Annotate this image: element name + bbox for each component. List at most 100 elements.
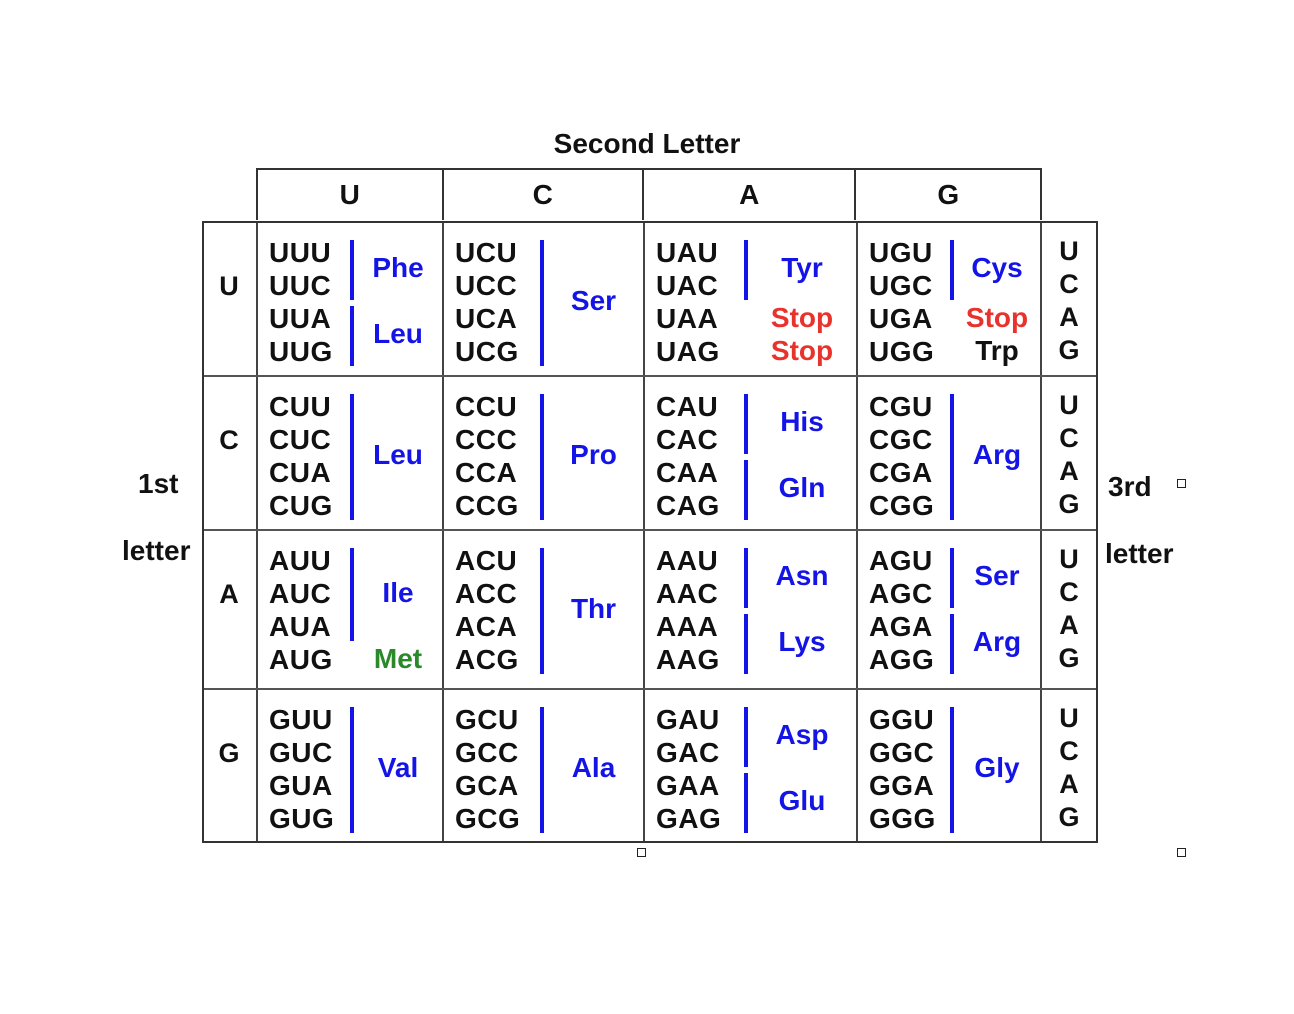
third-letter: G xyxy=(1058,489,1080,519)
codon-bracket xyxy=(540,548,544,674)
codon: ACC xyxy=(455,578,518,609)
third-letter: C xyxy=(1059,269,1079,299)
codon: AAC xyxy=(656,578,719,609)
amino-acid-label: Arg xyxy=(972,626,1022,657)
diagram-title: Second Letter xyxy=(553,128,741,159)
codon: GUC xyxy=(269,737,333,768)
codon-bracket xyxy=(350,548,354,641)
codon-bracket xyxy=(744,394,748,454)
codon: AGC xyxy=(869,578,933,609)
codon-bracket xyxy=(350,240,354,300)
first-letter-label-line2: letter xyxy=(122,535,191,566)
codon-bracket xyxy=(744,773,748,833)
third-letter: A xyxy=(1059,302,1079,332)
first-letter-1: C xyxy=(219,425,239,455)
first-letter-label-line1: 1st xyxy=(138,468,179,499)
codon: GCC xyxy=(455,737,519,768)
codon: UCU xyxy=(455,237,518,268)
codon-bracket xyxy=(350,394,354,520)
codon: GUU xyxy=(269,704,333,735)
third-letter: U xyxy=(1059,390,1079,420)
second-letter-1: C xyxy=(444,170,645,220)
codon: GGU xyxy=(869,704,935,735)
grid-divider xyxy=(204,688,1096,690)
first-letter-0: U xyxy=(219,271,239,301)
grid-divider xyxy=(256,223,258,841)
amino-acid-label: His xyxy=(780,406,824,437)
codon: UCC xyxy=(455,270,518,301)
codon: UAC xyxy=(656,270,719,301)
selection-handle[interactable] xyxy=(1177,479,1186,488)
second-letter-3: G xyxy=(937,179,960,210)
grid-divider xyxy=(204,375,1096,377)
amino-acid-label: Val xyxy=(377,752,419,783)
codon: GUG xyxy=(269,803,335,834)
codon-bracket xyxy=(744,707,748,767)
codon-bracket xyxy=(744,460,748,520)
codon: ACA xyxy=(455,611,518,642)
amino-acid-label: Glu xyxy=(778,785,826,816)
codon: CCA xyxy=(455,457,518,488)
codon-bracket xyxy=(350,306,354,366)
codon: AUA xyxy=(269,611,332,642)
codon-bracket xyxy=(950,707,954,833)
amino-acid-label: Ala xyxy=(571,752,616,783)
third-letter: G xyxy=(1058,335,1080,365)
third-letter: A xyxy=(1059,769,1079,799)
codon: GUA xyxy=(269,770,333,801)
codon: ACG xyxy=(455,644,519,675)
second-letter-0: U xyxy=(258,170,444,220)
amino-acid-label: Met xyxy=(373,642,423,674)
codon: GCG xyxy=(455,803,521,834)
codon-bracket xyxy=(540,707,544,833)
third-letter-label-line2: letter xyxy=(1105,538,1174,569)
third-letter: C xyxy=(1059,577,1079,607)
codon-bracket xyxy=(744,548,748,608)
grid-divider xyxy=(442,223,444,841)
codon: UUC xyxy=(269,270,332,301)
first-letter-2: A xyxy=(219,579,239,609)
amino-acid-label: Stop xyxy=(770,301,834,333)
amino-acid-label: Lys xyxy=(778,626,826,657)
codon: UCG xyxy=(455,336,519,367)
codon: CUG xyxy=(269,490,333,521)
codon: AGU xyxy=(869,545,933,576)
codon: CGG xyxy=(869,490,935,521)
codon-bracket xyxy=(744,614,748,674)
codon: GGG xyxy=(869,803,936,834)
third-letter: G xyxy=(1058,643,1080,673)
amino-acid-label: Phe xyxy=(372,252,424,283)
codon: AAG xyxy=(656,644,720,675)
amino-acid-label: Ser xyxy=(974,560,1020,591)
codon-bracket xyxy=(350,707,354,833)
grid-divider xyxy=(856,223,858,841)
selection-handle[interactable] xyxy=(637,848,646,857)
amino-acid-label: Tyr xyxy=(781,252,823,283)
selection-handle[interactable] xyxy=(1177,848,1186,857)
codon: AUU xyxy=(269,545,332,576)
grid-divider xyxy=(204,529,1096,531)
codon: CAC xyxy=(656,424,719,455)
codon: CUC xyxy=(269,424,332,455)
codon: UGC xyxy=(869,270,933,301)
third-letter: C xyxy=(1059,736,1079,766)
amino-acid-label: Cys xyxy=(971,252,1023,283)
codon: GGC xyxy=(869,737,935,768)
amino-acid-label: Asp xyxy=(775,719,829,750)
third-letter: U xyxy=(1059,703,1079,733)
codon: CGC xyxy=(869,424,933,455)
codon: CGA xyxy=(869,457,933,488)
grid-divider xyxy=(1040,223,1042,841)
codon-bracket xyxy=(540,394,544,520)
third-letter: A xyxy=(1059,610,1079,640)
codon: ACU xyxy=(455,545,518,576)
codon: GAC xyxy=(656,737,720,768)
codon: GCU xyxy=(455,704,519,735)
third-letter: G xyxy=(1058,802,1080,832)
codon: CCU xyxy=(455,391,518,422)
codon: CAG xyxy=(656,490,720,521)
codon: CAU xyxy=(656,391,719,422)
amino-acid-label: Gly xyxy=(974,752,1020,783)
codon: GAA xyxy=(656,770,720,801)
